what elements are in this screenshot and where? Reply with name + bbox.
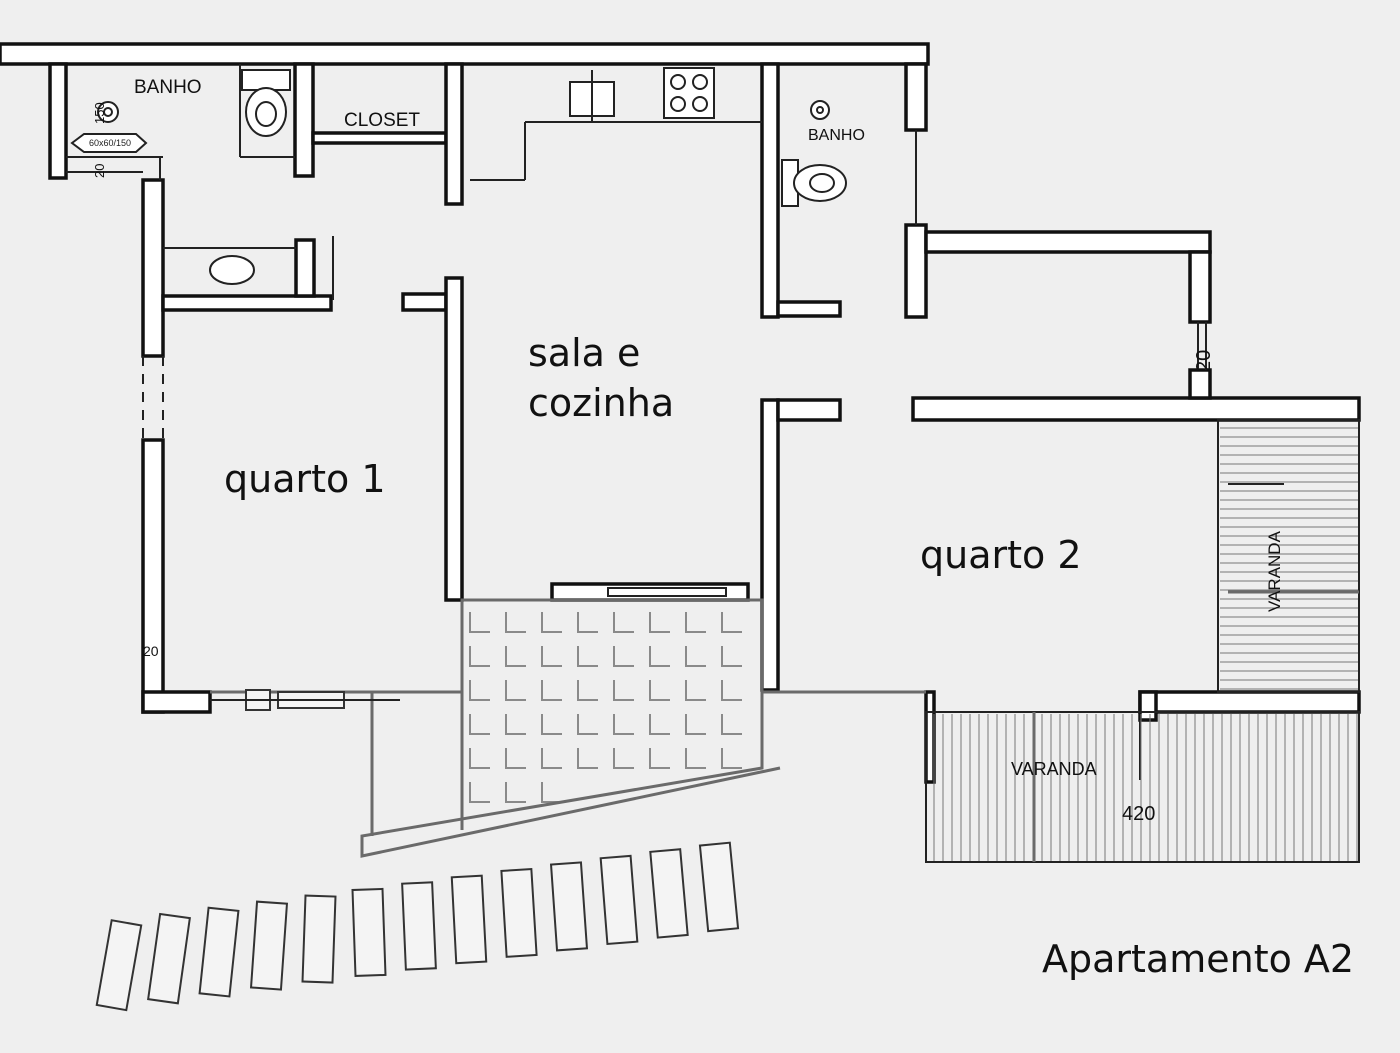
- step: [698, 841, 740, 933]
- room-label-banho2: BANHO: [808, 127, 865, 144]
- entry-tiles: [469, 612, 742, 803]
- tile-mark: [685, 680, 706, 701]
- tile-mark: [721, 714, 742, 735]
- step: [401, 881, 437, 971]
- veranda-side-hatch: [1220, 427, 1359, 690]
- tile-mark: [505, 612, 526, 633]
- room-label-closet: CLOSET: [344, 110, 420, 131]
- tile-mark: [613, 714, 634, 735]
- step: [301, 894, 337, 984]
- tile-mark: [541, 680, 562, 701]
- tile-mark: [577, 748, 598, 769]
- step: [198, 906, 240, 998]
- tile-mark: [577, 646, 598, 667]
- tile-mark: [505, 714, 526, 735]
- tile-mark: [649, 714, 670, 735]
- dim-wall-q2: 20: [1193, 350, 1215, 372]
- tile-mark: [577, 612, 598, 633]
- room-label-varanda-frente: VARANDA: [1011, 759, 1097, 779]
- tile-mark: [469, 612, 490, 633]
- step: [249, 900, 289, 991]
- tile-mark: [649, 748, 670, 769]
- labels: sala e cozinha quarto 1 quarto 2 BANHO B…: [89, 77, 1354, 981]
- tile-mark: [469, 680, 490, 701]
- entry-outline: [210, 598, 926, 858]
- tile-mark: [577, 714, 598, 735]
- step: [147, 912, 191, 1005]
- fixtures: [70, 67, 847, 597]
- room-label-banho1: BANHO: [134, 77, 202, 98]
- steps: [95, 841, 740, 1012]
- tile-mark: [649, 646, 670, 667]
- room-label-sala-line2: cozinha: [528, 381, 674, 425]
- tile-mark: [613, 646, 634, 667]
- tile-mark: [505, 748, 526, 769]
- tile-mark: [721, 748, 742, 769]
- tile-mark: [505, 646, 526, 667]
- veranda-front-outline: [925, 711, 1360, 863]
- tile-mark: [541, 612, 562, 633]
- step: [95, 919, 143, 1012]
- dim-window-banho: 150: [92, 102, 107, 124]
- step: [649, 848, 689, 939]
- tile-mark: [685, 714, 706, 735]
- tile-mark: [685, 748, 706, 769]
- room-label-quarto2: quarto 2: [920, 533, 1082, 577]
- tile-mark: [721, 612, 742, 633]
- tile-mark: [505, 782, 526, 803]
- step: [599, 854, 639, 946]
- sink-icon: [209, 255, 255, 285]
- veranda-front-hatch: [933, 714, 1358, 862]
- tile-mark: [721, 680, 742, 701]
- step: [450, 874, 488, 965]
- tile-mark: [613, 748, 634, 769]
- room-label-quarto1: quarto 1: [224, 457, 386, 501]
- shower-tray: [70, 133, 148, 153]
- tile-mark: [541, 714, 562, 735]
- walls: [0, 42, 1361, 784]
- dim-varanda-width: 420: [1122, 803, 1155, 825]
- tile-mark: [469, 714, 490, 735]
- tile-mark: [541, 748, 562, 769]
- tile-mark: [649, 680, 670, 701]
- tile-mark: [685, 612, 706, 633]
- page-title: Apartamento A2: [1042, 937, 1354, 981]
- room-label-sala-line1: sala e: [528, 331, 640, 375]
- tile-mark: [541, 646, 562, 667]
- veranda-side-outline: [1217, 419, 1360, 693]
- tile-mark: [721, 646, 742, 667]
- tile-mark: [469, 782, 490, 803]
- tile-mark: [577, 680, 598, 701]
- tile-mark: [649, 612, 670, 633]
- interior-lines: [66, 64, 1284, 780]
- tile-mark: [505, 680, 526, 701]
- stove-icon: [663, 67, 715, 119]
- room-label-varanda-lateral: VARANDA: [1265, 530, 1284, 612]
- tile-mark: [613, 612, 634, 633]
- tile-mark: [469, 748, 490, 769]
- tile-mark: [469, 646, 490, 667]
- tile-mark: [541, 782, 562, 803]
- dim-wall-q1: 20: [143, 643, 159, 659]
- step: [351, 887, 387, 977]
- step: [549, 861, 589, 952]
- dim-window-banho-small: 20: [92, 164, 107, 178]
- tile-mark: [685, 646, 706, 667]
- tile-mark: [613, 680, 634, 701]
- dim-shower-size: 60x60/150: [89, 138, 131, 148]
- step: [500, 868, 538, 958]
